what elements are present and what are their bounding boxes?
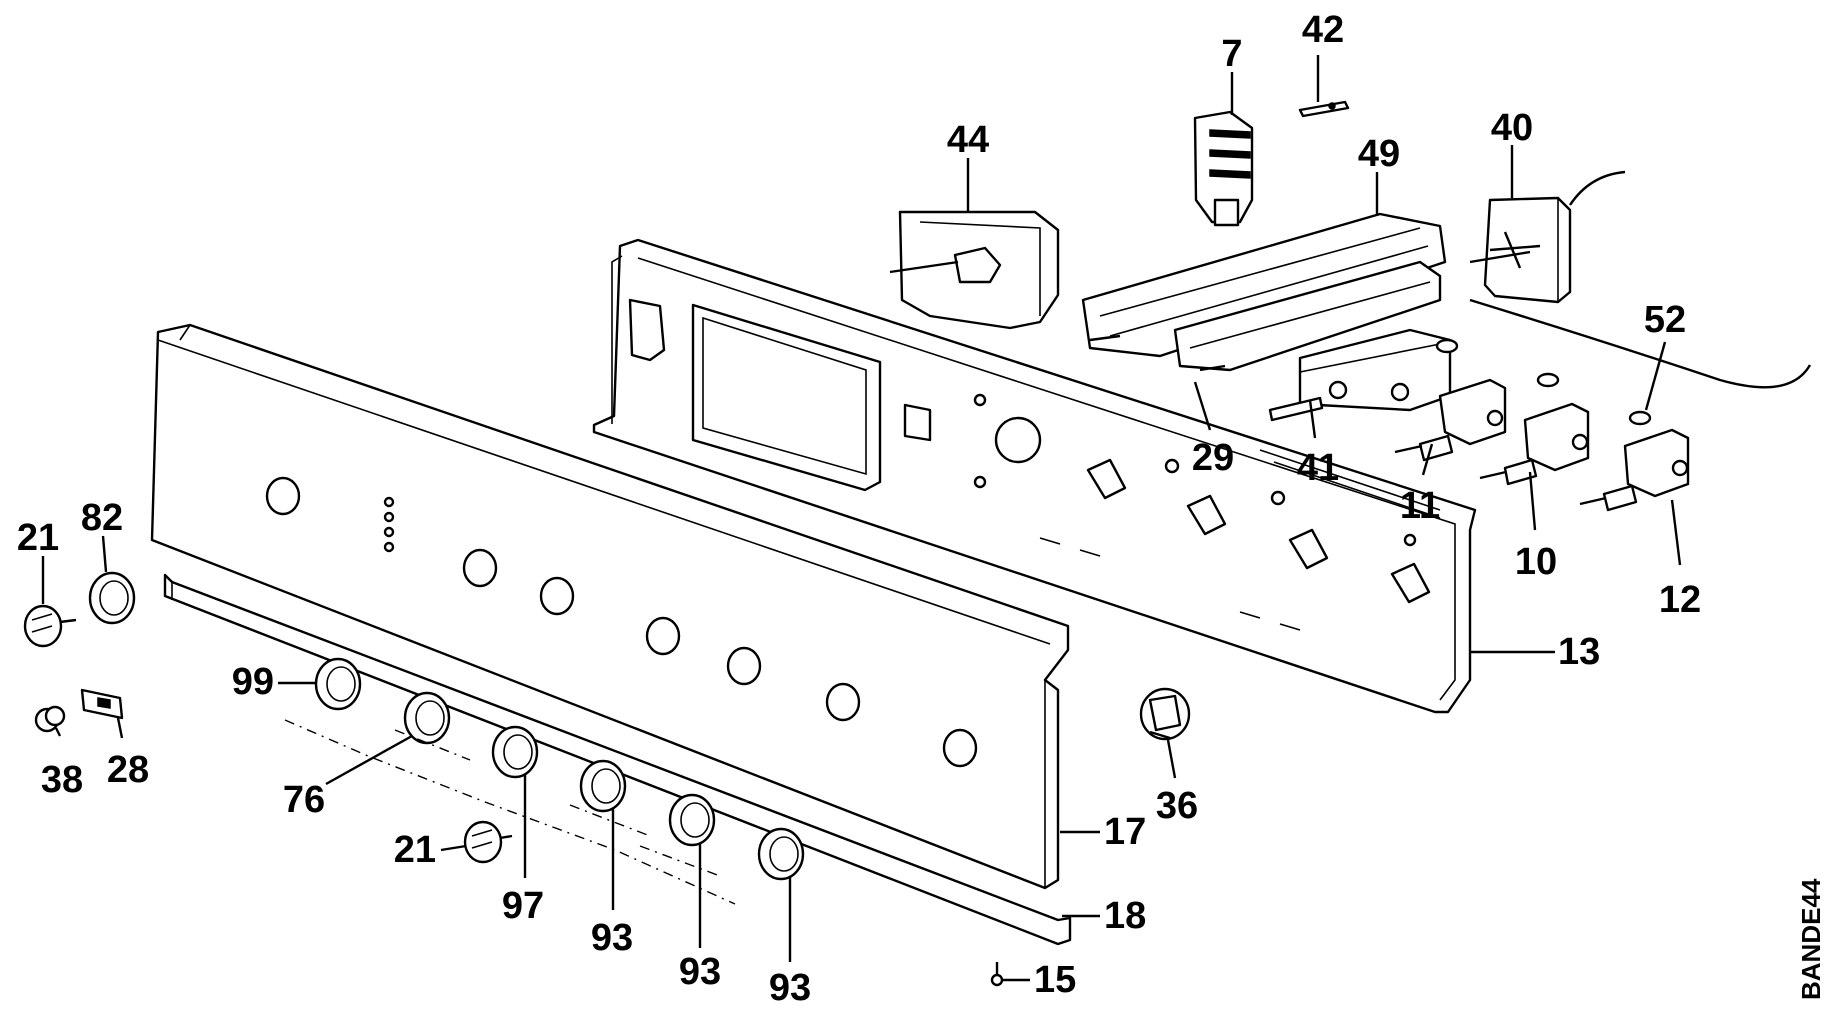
part-21-knob-left (23, 604, 77, 648)
label-21-front: 21 (394, 829, 436, 871)
part-38-small-knob (34, 705, 66, 733)
fascia-hole (539, 576, 575, 616)
fascia-hole (942, 728, 978, 768)
fascia-hole (265, 476, 301, 516)
part-labels: 7 42 44 40 49 52 29 41 11 10 12 13 21 82… (17, 9, 1826, 1009)
label-44: 44 (947, 119, 989, 161)
gas-pipe (1469, 298, 1812, 389)
bezel-ring-93a (579, 759, 627, 813)
part-12-gas-tap (1579, 428, 1690, 512)
label-12: 12 (1659, 579, 1701, 621)
leader-lines (41, 55, 1682, 982)
label-15: 15 (1034, 959, 1076, 1001)
bottom-trim-strip (163, 573, 1072, 946)
label-99: 99 (232, 661, 274, 703)
label-42: 42 (1302, 9, 1344, 51)
label-52: 52 (1644, 299, 1686, 341)
label-17: 17 (1104, 811, 1146, 853)
part-10-gas-tap (1479, 402, 1590, 486)
front-fascia-panel (150, 323, 1070, 890)
part-21-knob-front (463, 820, 513, 864)
label-41: 41 (1297, 447, 1339, 489)
alignment-line (284, 719, 736, 905)
part-41-valve-block (1268, 328, 1452, 422)
label-28: 28 (107, 749, 149, 791)
label-10: 10 (1515, 541, 1557, 583)
part-7-switch (1193, 110, 1254, 227)
diagram-code: BANDE44 (1796, 878, 1826, 1000)
fascia-hole (825, 682, 861, 722)
part-44-programmer (889, 210, 1060, 330)
bezel-ring-93b (668, 793, 716, 847)
part-49-switch-rail (1081, 212, 1447, 372)
label-36: 36 (1156, 785, 1198, 827)
label-82: 82 (81, 497, 123, 539)
label-29: 29 (1192, 437, 1234, 479)
part-82-bezel-ring (88, 571, 136, 625)
part-52-grommet (1435, 338, 1652, 426)
bezel-ring-76 (403, 691, 451, 745)
part-42-pin (1298, 100, 1350, 118)
label-76: 76 (283, 779, 325, 821)
rear-control-panel (592, 238, 1477, 714)
label-97: 97 (502, 885, 544, 927)
label-21-left: 21 (17, 517, 59, 559)
bezel-ring-99 (314, 657, 362, 711)
fascia-hole (726, 646, 762, 686)
label-93-c: 93 (769, 967, 811, 1009)
fascia-hole (462, 548, 498, 588)
label-18: 18 (1104, 895, 1146, 937)
part-11-gas-tap (1394, 378, 1507, 462)
label-49: 49 (1358, 133, 1400, 175)
label-11: 11 (1400, 485, 1440, 527)
label-93-b: 93 (679, 951, 721, 993)
bezel-ring-93c (757, 827, 805, 881)
fascia-hole (645, 616, 681, 656)
label-38: 38 (41, 759, 83, 801)
part-15-screw (990, 962, 1004, 987)
part-40-timer (1469, 170, 1626, 304)
alignment-line (639, 845, 721, 877)
bezel-ring-97 (491, 725, 539, 779)
alignment-line (394, 729, 471, 761)
label-7: 7 (1221, 33, 1242, 75)
part-28-clip (80, 688, 124, 720)
part-36-clip (1139, 687, 1191, 741)
label-40: 40 (1491, 107, 1533, 149)
label-93-a: 93 (591, 917, 633, 959)
label-13: 13 (1558, 631, 1600, 673)
